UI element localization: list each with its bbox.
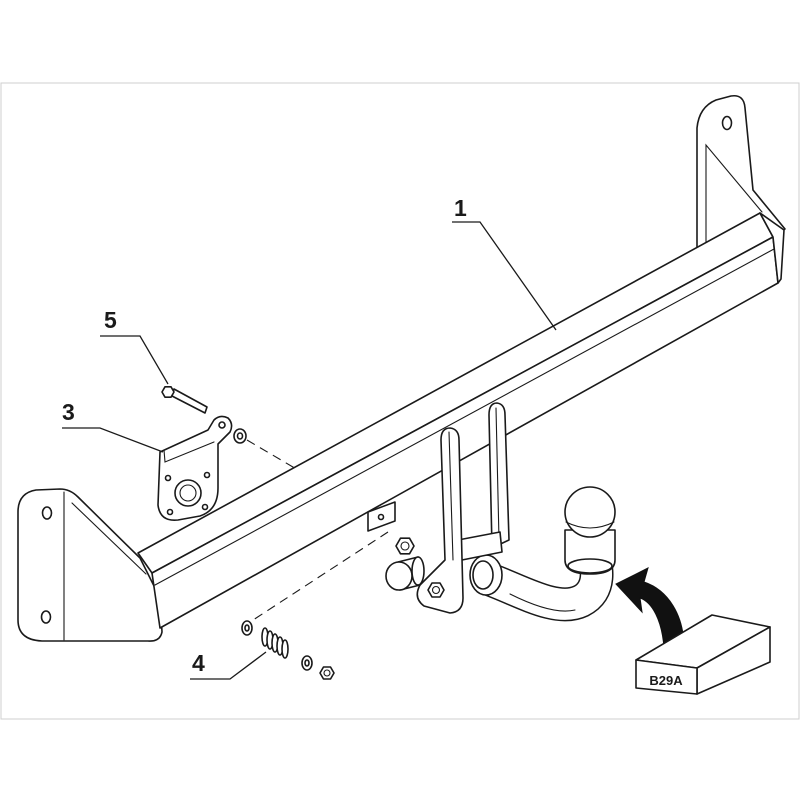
kit-box-label: B29A xyxy=(649,673,683,688)
beam-tab xyxy=(367,501,396,532)
callout-1: 1 xyxy=(452,195,557,331)
hex-nut xyxy=(319,666,335,680)
kit-box-front xyxy=(635,659,698,695)
left-mounting-bracket xyxy=(17,488,163,642)
left-bracket-hole-bottom xyxy=(40,610,52,624)
callout-3-label: 3 xyxy=(62,399,75,425)
main-crossbar-beam xyxy=(137,212,785,629)
assembly-line-socket-plate xyxy=(246,439,299,471)
part-5-bolt xyxy=(161,385,208,414)
plate-bolt-cylinder xyxy=(385,556,425,591)
right-mounting-bracket xyxy=(696,94,786,251)
socket-plate-ear-hole xyxy=(218,421,226,429)
right-bracket-hole xyxy=(721,115,733,131)
plate-nut xyxy=(427,582,445,598)
socket-plate-center-hole xyxy=(174,479,202,507)
drawing-frame xyxy=(0,82,800,720)
callout-1-label: 1 xyxy=(454,195,467,221)
neck-mounting-rings xyxy=(457,531,503,596)
ball-sphere xyxy=(564,486,616,538)
bolt-hex-head xyxy=(161,385,175,399)
callout-4-label: 4 xyxy=(192,650,205,676)
mounting-plate-rear xyxy=(488,402,510,549)
beam-end-cap xyxy=(759,212,785,284)
assembly-line-hardware xyxy=(249,531,389,623)
part-3-socket-plate xyxy=(157,415,233,522)
callout-3: 3 xyxy=(62,399,164,453)
callout-5-label: 5 xyxy=(104,307,117,333)
beam-edge-line xyxy=(154,248,775,586)
mounting-plate-front xyxy=(416,427,464,614)
kit-box: B29A xyxy=(635,614,771,695)
callout-5: 5 xyxy=(100,307,169,385)
part-4-hardware xyxy=(241,620,335,680)
callout-4: 4 xyxy=(190,650,267,680)
part-5-washer xyxy=(233,428,247,444)
left-bracket-hole-top xyxy=(41,506,53,520)
plate-bolt-hex-head xyxy=(395,537,415,555)
curved-arrow-icon xyxy=(615,567,685,649)
tow-ball xyxy=(564,486,616,575)
